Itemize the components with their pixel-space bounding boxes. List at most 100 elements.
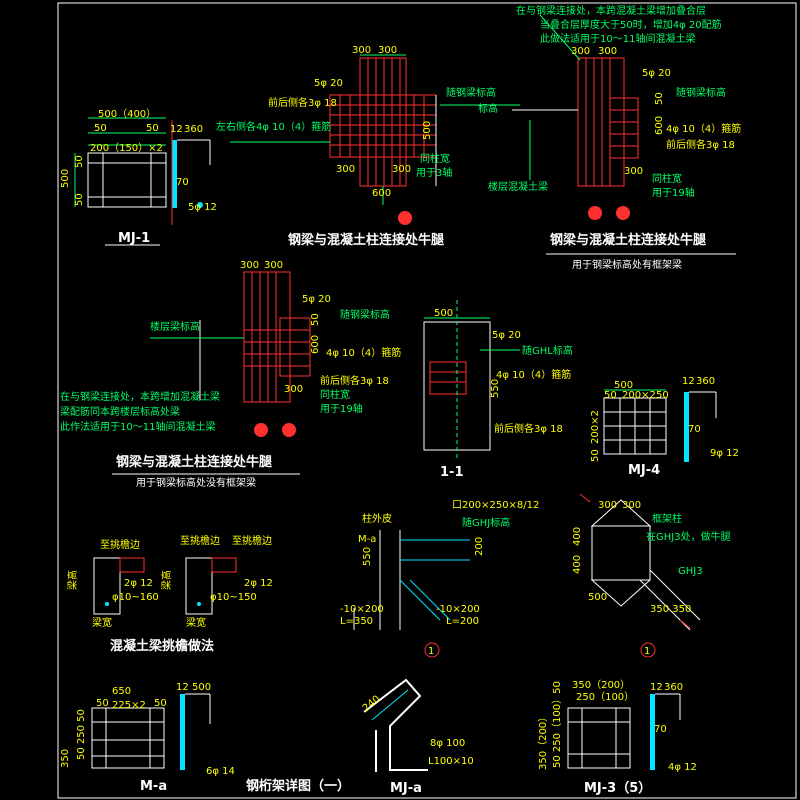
ma-bolt: 6φ 14 [206,766,235,777]
corbel2-mark-a [588,206,602,220]
section1-plate-b: -10×200 [436,604,480,615]
section11-beam-level: 随GHL标高 [522,344,573,357]
mj1-dim-right: 50 [146,123,159,134]
corbel3-note2: 梁配筋同本跨楼层标高处梁 [60,405,180,418]
mj3-dim-360: 360 [664,682,683,693]
section1r-dim-350: 350 350 [650,604,691,615]
cantilever-title: 混凝土梁挑檐做法 [110,638,214,654]
detail-m-a [91,693,211,770]
mj3-dim-70: 70 [654,724,667,735]
mj1-dim-50-v2: 50 [74,193,85,206]
section1-plate-a: -10×200 [340,604,384,615]
corbel1-level: 标高 [478,102,498,115]
corbel3-dim-300a: 300 [240,260,259,271]
section11-front-back: 前后侧各3φ 18 [494,422,563,435]
section1r-col: 框架柱 [652,512,682,525]
section11-title: 1-1 [440,465,464,480]
section1-profile: 口200×250×8/12 [452,500,539,511]
cantilever1-rebar: 2φ 12 [124,578,153,589]
corbel3-mark-b [282,423,296,437]
corbel1-title: 钢梁与混凝土柱连接处牛腿 [288,232,444,248]
ma-dim-50b: 50 [154,698,167,709]
mj3-dim-12: 12 [650,682,663,693]
cantilever2-height: 梁高 [160,570,173,590]
mj1-bolt: 5φ 12 [188,202,217,213]
corbel2-subtitle: 用于钢梁标高处有框架梁 [572,258,682,271]
mja-title: MJ-a [390,781,422,796]
corbel2-dim-300b: 300 [598,46,617,57]
corbel1-corbel [329,94,437,158]
mj1-plate [87,152,167,208]
ma-plate [91,707,165,769]
section11-corbel [429,361,467,395]
corbel3-title: 钢梁与混凝土柱连接处牛腿 [116,454,272,470]
cantilever2-width: 梁宽 [186,616,206,629]
detail-mj-4 [603,389,717,462]
mja-length: L100×10 [428,756,474,767]
corbel3-dim-300c: 300 [284,384,303,395]
corbel1-dim-300d: 300 [392,164,411,175]
mj4-side-plate [684,392,689,462]
mj1-side-plate [172,140,177,208]
cantilever2-top-a: 至挑檐边 [180,534,220,547]
corbel2-floor-beam: 楼层混凝土梁 [488,180,548,193]
corbel3-subtitle: 用于钢梁标高处没有框架梁 [136,476,256,489]
corbel2-note3: 此做法适用于10～11轴间混凝土梁 [540,32,695,45]
section11-dim-500: 500 [434,308,453,319]
mj1-title: MJ-1 [118,231,150,246]
cantilever1-height: 梁高 [66,570,79,590]
mja-dim-240: 240 [361,694,383,715]
detail-corbel-3 [150,271,311,437]
corbel2-dim-300a: 300 [571,46,590,57]
mj1-dim-50-v: 50 [74,155,85,168]
section1r-dim-400a: 400 [572,527,583,546]
truss-title: 钢桁架详图（一） [246,778,350,794]
section1r-dim-300a: 300 [598,500,617,511]
corbel1-dim-600: 600 [372,188,391,199]
corbel1-beam-level: 随钢梁标高 [446,86,496,99]
mj4-dim-500: 500 [614,380,633,391]
corbel2-front-back: 前后侧各3φ 18 [666,138,735,151]
section1-label: 1 [428,646,434,657]
section1-mark [424,642,440,658]
corbel3-rebar-5: 5φ 20 [302,294,331,305]
mj4-dim-50b: 50 [656,390,669,401]
corbel1-dim-500: 500 [422,121,433,140]
corbel2-rebar-5: 5φ 20 [642,68,671,79]
corbel1-front-back: 前后侧各3φ 18 [268,96,337,109]
corbel3-front-back: 前后侧各3φ 18 [320,374,389,387]
section1r-dim-500: 500 [588,592,607,603]
mj1-dim-500: 500 [60,169,71,188]
corbel2-note2: 当叠合层厚度大于50时，增加4φ 20配筋 [540,18,722,31]
corbel3-note1: 在与钢梁连接处，本跨增加混凝土梁 [60,390,220,403]
section1r-note: 在GHJ3处，做牛腿 [646,530,731,543]
mj4-bolt: 9φ 12 [710,448,739,459]
corbel3-dim-600: 600 [310,335,321,354]
detail-corbel-1 [230,54,520,225]
corbel3-stirrup: 4φ 10（4）箍筋 [326,346,401,359]
mj4-dim-50-v: 50 [590,449,601,462]
section1r-dim-400b: 400 [572,555,583,574]
mj3-title: MJ-3（5） [584,780,651,796]
mj3-dim-350: 350（200） [572,679,630,691]
corbel2-beam-level: 随钢梁标高 [676,86,726,99]
mj3-bolt: 4φ 12 [668,762,697,773]
corbel1-axis: 用于3轴 [416,166,452,179]
corbel2-mark-b [616,206,630,220]
mj4-dim-200x2: 200×2 [622,390,656,401]
mj3-dim-250: 250（100） [576,691,634,703]
section11-rebar-5: 5φ 20 [492,330,521,341]
cantilever1-width: 梁宽 [92,616,112,629]
ma-dim-500: 500 [192,682,211,693]
corbel3-dim-50: 50 [310,313,321,326]
mj4-dim-360: 360 [696,376,715,387]
ma-dim-vert: 350 [60,749,71,768]
corbel3-same-width: 同柱宽 [320,388,350,401]
corbel1-dim-300a: 300 [352,45,371,56]
section1r-mark [640,642,656,658]
cantilever2-rebar: 2φ 12 [244,578,273,589]
section1r-dim-300b: 300 [622,500,641,511]
corbel2-dim-600: 600 [654,116,665,135]
detail-mj-a [363,678,428,772]
